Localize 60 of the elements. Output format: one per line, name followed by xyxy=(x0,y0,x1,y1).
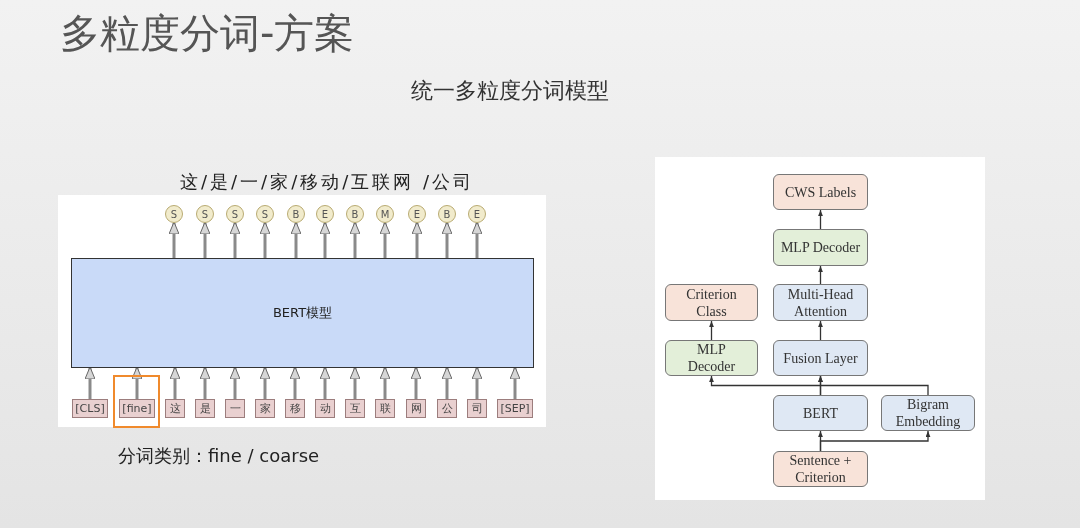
token-box: 家 xyxy=(255,399,275,418)
layer-box: BERT xyxy=(773,395,868,431)
arrow xyxy=(709,375,822,396)
token-box: 一 xyxy=(225,399,245,418)
token-box: 这 xyxy=(165,399,185,418)
arrow xyxy=(199,366,211,399)
model-box: BERT模型 xyxy=(71,258,534,368)
arrow xyxy=(289,366,301,399)
token-box: 司 xyxy=(467,399,487,418)
decoder-box: MLP Decoder xyxy=(665,340,758,376)
token-box: 网 xyxy=(406,399,426,418)
token-box: 移 xyxy=(285,399,305,418)
arrow xyxy=(509,366,521,399)
arrow xyxy=(229,366,241,399)
decoder-box: MLP Decoder xyxy=(773,229,868,266)
token-box: 联 xyxy=(375,399,395,418)
arrow xyxy=(818,265,823,285)
layer-box: Fusion Layer xyxy=(773,340,868,376)
token-box: 互 xyxy=(345,399,365,418)
arrow xyxy=(818,320,823,341)
arrow xyxy=(349,366,361,399)
input-box: Sentence + Criterion xyxy=(773,451,868,487)
arrow xyxy=(229,221,241,258)
subtitle: 统一多粒度分词模型 xyxy=(410,77,610,105)
arrow xyxy=(819,430,931,452)
token-box: 是 xyxy=(195,399,215,418)
arrow xyxy=(441,366,453,399)
arrow xyxy=(259,221,271,258)
arrow xyxy=(411,221,423,258)
sentence-text: 这/是/一/家/移动/互联网 /公司 xyxy=(178,170,476,194)
arrow xyxy=(169,366,181,399)
arrow xyxy=(441,221,453,258)
category-text: 分词类别：fine / coarse xyxy=(118,444,320,468)
arrow xyxy=(131,366,143,399)
token-box: 动 xyxy=(315,399,335,418)
arrow xyxy=(379,366,391,399)
slide-title: 多粒度分词-方案 xyxy=(60,9,355,58)
layer-box: Multi-Head Attention xyxy=(773,284,868,321)
token-box: 公 xyxy=(437,399,457,418)
arrow xyxy=(709,320,714,341)
output-box: Criterion Class xyxy=(665,284,758,321)
output-box: CWS Labels xyxy=(773,174,868,210)
arrow xyxy=(349,221,361,258)
token-box: [CLS] xyxy=(72,399,108,418)
arrow xyxy=(290,221,302,258)
arrow xyxy=(379,221,391,258)
arrow xyxy=(410,366,422,399)
arrow xyxy=(818,375,929,396)
arrow xyxy=(319,366,331,399)
token-box: [fine] xyxy=(119,399,155,418)
layer-box: Bigram Embedding xyxy=(881,395,975,431)
arrow xyxy=(818,209,823,230)
arrow xyxy=(199,221,211,258)
token-box: [SEP] xyxy=(497,399,533,418)
arrow xyxy=(471,221,483,258)
arrow xyxy=(168,221,180,258)
arrow xyxy=(259,366,271,399)
arrow xyxy=(319,221,331,258)
arrow xyxy=(471,366,483,399)
arrow xyxy=(84,366,96,399)
